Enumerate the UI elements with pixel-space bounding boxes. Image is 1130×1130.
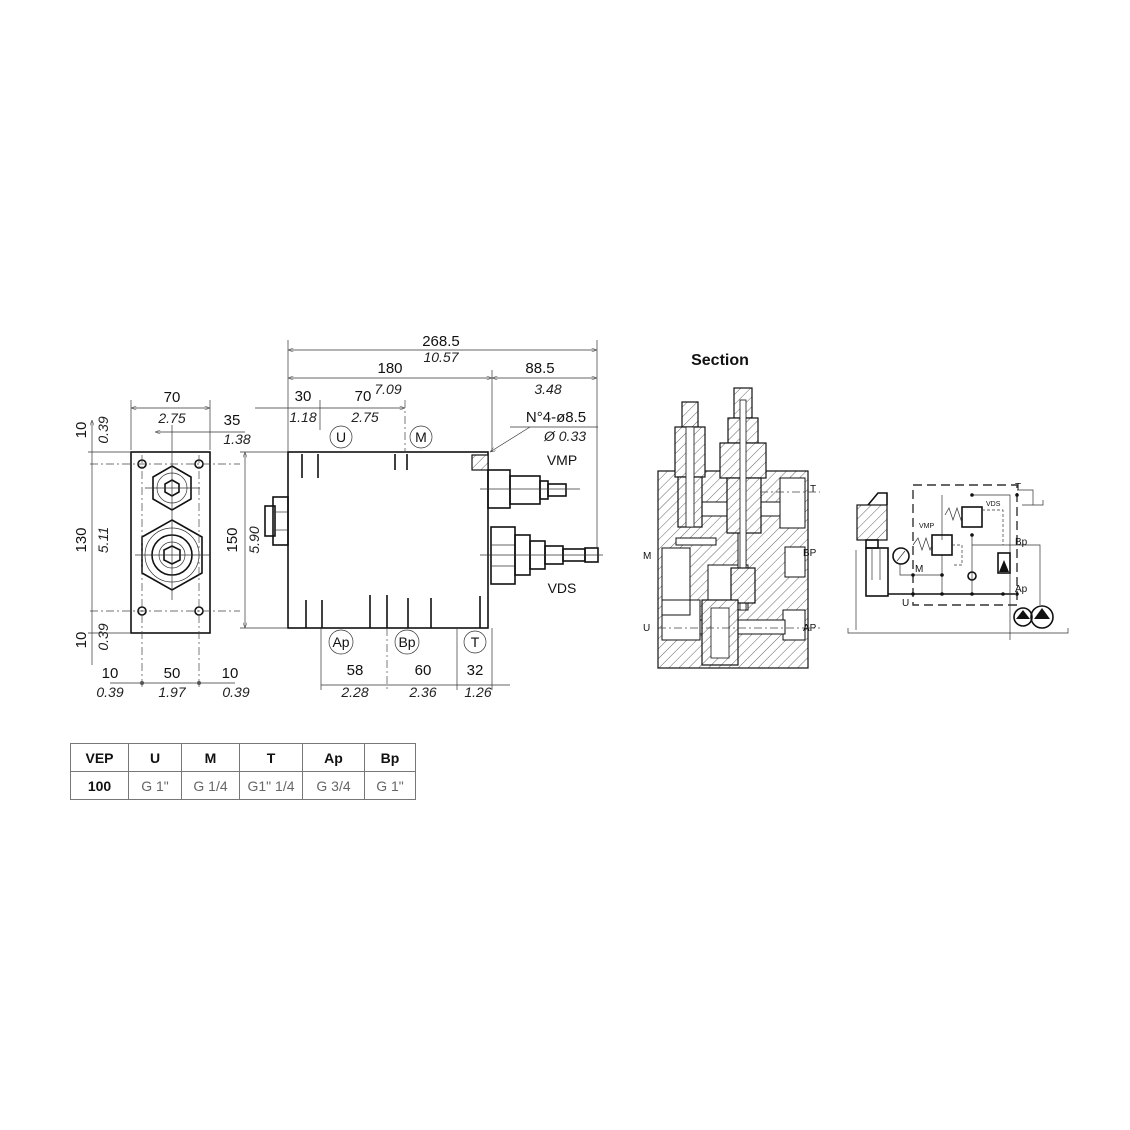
vmp-cartridge xyxy=(674,401,706,528)
bp-t-mm: 60 xyxy=(415,662,432,679)
section-title: Section xyxy=(691,352,749,369)
hole-pitch-in: 1.97 xyxy=(158,684,186,700)
port-m-label: M xyxy=(415,429,427,445)
cell: G 3/4 xyxy=(302,771,365,800)
bottom-margin-in: 0.39 xyxy=(95,623,111,650)
hole-pitch-mm: 50 xyxy=(164,665,181,682)
vds-symbol xyxy=(961,506,983,528)
hole-span-mm: 130 xyxy=(73,527,90,552)
top-margin-in: 0.39 xyxy=(95,416,111,443)
um-pitch-in: 2.75 xyxy=(350,409,378,425)
body-length-in: 7.09 xyxy=(374,381,401,397)
t-end-in: 1.26 xyxy=(464,684,491,700)
section-bp-label: BP xyxy=(803,548,817,559)
right-edge-in: 0.39 xyxy=(222,684,249,700)
check-plug xyxy=(701,599,739,666)
schem-vmp-label: VMP xyxy=(919,523,935,530)
left-plug-nut xyxy=(264,496,289,546)
port-ap-label: Ap xyxy=(332,634,349,650)
section-u-label: U xyxy=(643,623,650,634)
port-u-label: U xyxy=(336,429,346,445)
front-view: 70 2.75 35 1.38 10 0.39 130 5.11 10 0.39… xyxy=(73,389,251,700)
u-offset-mm: 30 xyxy=(295,388,312,405)
port-t-label: T xyxy=(471,634,480,650)
valve-block xyxy=(287,451,489,629)
vmp-valve xyxy=(480,469,580,509)
schem-ap-label: Ap xyxy=(1015,584,1028,595)
ap-bp-mm: 58 xyxy=(347,662,364,679)
header-cell: Ap xyxy=(302,743,365,772)
front-width-mm: 70 xyxy=(164,389,181,406)
cell: G 1" xyxy=(364,771,416,800)
cylinder-load xyxy=(856,492,889,597)
table-row: 100 G 1" G 1/4 G1" 1/4 G 3/4 G 1" xyxy=(70,771,416,800)
height-in: 5.90 xyxy=(246,526,262,553)
um-pitch-mm: 70 xyxy=(355,388,372,405)
schem-t-label: T xyxy=(1015,482,1021,493)
pump-icon xyxy=(1013,607,1033,627)
header-cell: Bp xyxy=(364,743,416,772)
vds-valve xyxy=(480,526,603,585)
left-edge-in: 0.39 xyxy=(96,684,123,700)
cell: G1" 1/4 xyxy=(239,771,303,800)
header-cell: M xyxy=(181,743,240,772)
hydraulic-schematic: VMP VDS T Bp Ap M U xyxy=(847,482,1069,640)
pressure-gauge-icon xyxy=(892,547,910,565)
header-cell: U xyxy=(128,743,182,772)
ports-table-header: VEP U M T Ap Bp xyxy=(70,743,416,772)
section-ap-label: AP xyxy=(803,623,817,634)
body-length-mm: 180 xyxy=(377,360,402,377)
left-edge-mm: 10 xyxy=(102,665,119,682)
valve-ext-mm: 88.5 xyxy=(525,360,554,377)
ports-table: VEP U M T Ap Bp 100 G 1" G 1/4 G1" 1/4 G… xyxy=(70,743,416,800)
schem-vds-label: VDS xyxy=(986,501,1001,508)
header-cell: T xyxy=(239,743,303,772)
front-offset-mm: 35 xyxy=(224,412,241,429)
valve-ext-in: 3.48 xyxy=(534,381,561,397)
hole-span-in: 5.11 xyxy=(95,527,111,553)
bp-t-in: 2.36 xyxy=(408,684,436,700)
front-width-in: 2.75 xyxy=(157,410,185,426)
top-margin-mm: 10 xyxy=(73,422,90,439)
holes-note-in: Ø 0.33 xyxy=(543,428,586,444)
right-edge-mm: 10 xyxy=(222,665,239,682)
ap-bp-in: 2.28 xyxy=(340,684,368,700)
header-cell: VEP xyxy=(70,743,129,772)
height-mm: 150 xyxy=(224,527,241,552)
vds-label: VDS xyxy=(548,580,577,596)
schem-m-label: M xyxy=(915,564,923,575)
overall-length-mm: 268.5 xyxy=(422,333,460,350)
section-t-label: T xyxy=(810,484,816,495)
section-view: Section T BP xyxy=(643,352,820,669)
overall-length-in: 10.57 xyxy=(423,349,459,365)
cell: G 1/4 xyxy=(181,771,240,800)
vds-cartridge xyxy=(719,387,767,611)
schem-u-label: U xyxy=(902,598,909,609)
u-offset-in: 1.18 xyxy=(289,409,316,425)
port-bp-label: Bp xyxy=(398,634,415,650)
pump-icon xyxy=(1030,605,1054,629)
section-m-label: M xyxy=(643,551,651,562)
front-offset-in: 1.38 xyxy=(223,431,250,447)
mounting-holes xyxy=(137,459,204,616)
holes-note: N°4-ø8.5 xyxy=(526,409,586,426)
vmp-label: VMP xyxy=(547,452,577,468)
schem-bp-label: Bp xyxy=(1015,537,1028,548)
mounting-plate xyxy=(130,451,211,634)
side-view: U M Ap Bp T VMP VDS 268.5 10.57 180 7.09… xyxy=(224,333,603,700)
bottom-margin-mm: 10 xyxy=(73,632,90,649)
t-end-mm: 32 xyxy=(467,662,484,679)
port-markers: U M Ap Bp T xyxy=(328,425,487,655)
cell: 100 xyxy=(70,771,129,800)
cell: G 1" xyxy=(128,771,182,800)
